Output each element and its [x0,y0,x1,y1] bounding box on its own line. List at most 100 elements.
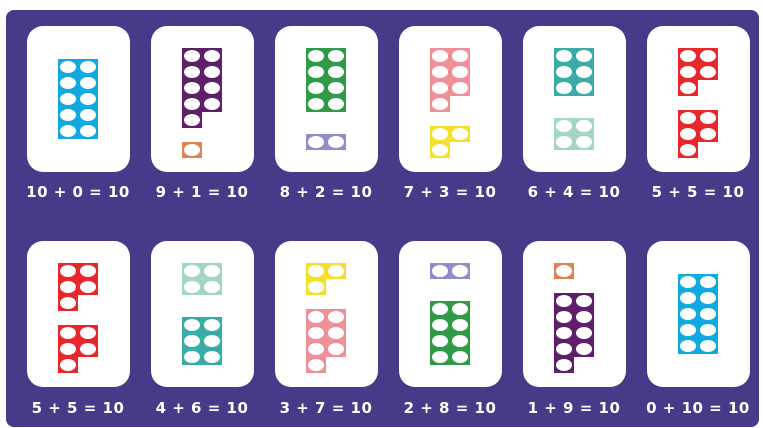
numberblock-9-top [182,48,222,128]
numberblock-10-bottom [678,274,718,354]
block-cell [576,295,592,307]
block-cell [328,327,344,339]
numberblock-7-top [430,48,470,112]
block-cell [556,295,572,307]
block-cell [184,66,200,78]
block-cell [184,335,200,347]
numberblock-1-top [554,263,594,279]
equation-label: 0 + 10 = 10 [636,399,760,417]
block-cell [452,335,468,347]
block-cell [680,128,696,140]
bond-card [275,26,378,172]
block-cell [556,327,572,339]
block-cell [576,136,592,148]
bond-card [27,241,130,387]
block-cell [432,98,448,110]
block-cell [308,82,324,94]
block-cell [556,343,572,355]
block-cell [204,98,220,110]
block-cell [60,77,76,89]
block-cell [204,281,220,293]
block-cell [432,144,448,156]
block-cell [308,327,324,339]
block-cell [432,265,448,277]
numberblock-9-bottom [554,293,594,373]
block-cell [680,324,696,336]
block-cell [680,50,696,62]
block-cell [700,324,716,336]
block-cell [80,327,96,339]
numberblock-6-bottom [182,317,222,365]
numberblock-6-top [554,48,594,96]
block-cell [60,125,76,137]
block-cell [204,351,220,363]
equation-label: 3 + 7 = 10 [264,399,388,417]
block-cell [204,265,220,277]
block-cell [80,125,96,137]
block-cell [184,98,200,110]
bond-card [151,26,254,172]
block-cell [60,61,76,73]
block-cell [308,136,324,148]
block-cell [700,50,716,62]
block-cell [576,66,592,78]
block-cell [556,359,572,371]
block-cell [80,265,96,277]
bond-card [27,26,130,172]
block-cell [452,66,468,78]
block-cell [432,319,448,331]
equation-label: 9 + 1 = 10 [140,183,264,201]
block-cell [700,66,716,78]
block-cell [452,303,468,315]
equation-label: 10 + 0 = 10 [16,183,140,201]
numberblock-5-bottom [58,325,98,373]
block-cell [576,343,592,355]
bond-card [399,26,502,172]
block-cell [80,343,96,355]
numberblock-7-bottom [306,309,346,373]
block-cell [328,265,344,277]
block-cell [328,311,344,323]
block-cell [308,98,324,110]
block-cell [204,319,220,331]
block-cell [432,335,448,347]
block-cell [184,82,200,94]
block-cell [680,292,696,304]
numberblock-2-top [430,263,470,279]
equation-label: 7 + 3 = 10 [388,183,512,201]
block-cell [432,66,448,78]
block-cell [204,82,220,94]
block-cell [452,265,468,277]
numberblock-2-bottom [306,134,346,150]
block-cell [308,311,324,323]
block-cell [700,112,716,124]
block-cell [184,281,200,293]
bond-card [647,241,750,387]
block-cell [80,77,96,89]
block-cell [80,61,96,73]
block-cell [680,276,696,288]
block-cell [60,109,76,121]
block-cell [452,128,468,140]
block-cell [184,114,200,126]
block-cell [700,276,716,288]
bond-card [647,26,750,172]
block-cell [700,128,716,140]
block-cell [308,50,324,62]
equation-label: 2 + 8 = 10 [388,399,512,417]
numberblock-4-top [182,263,222,295]
block-cell [432,128,448,140]
block-cell [308,66,324,78]
block-cell [680,112,696,124]
block-cell [452,50,468,62]
block-cell [328,66,344,78]
block-cell [680,340,696,352]
block-cell [576,120,592,132]
bond-card [275,241,378,387]
equation-label: 8 + 2 = 10 [264,183,388,201]
block-cell [452,351,468,363]
block-cell [328,82,344,94]
block-cell [184,50,200,62]
block-cell [680,82,696,94]
